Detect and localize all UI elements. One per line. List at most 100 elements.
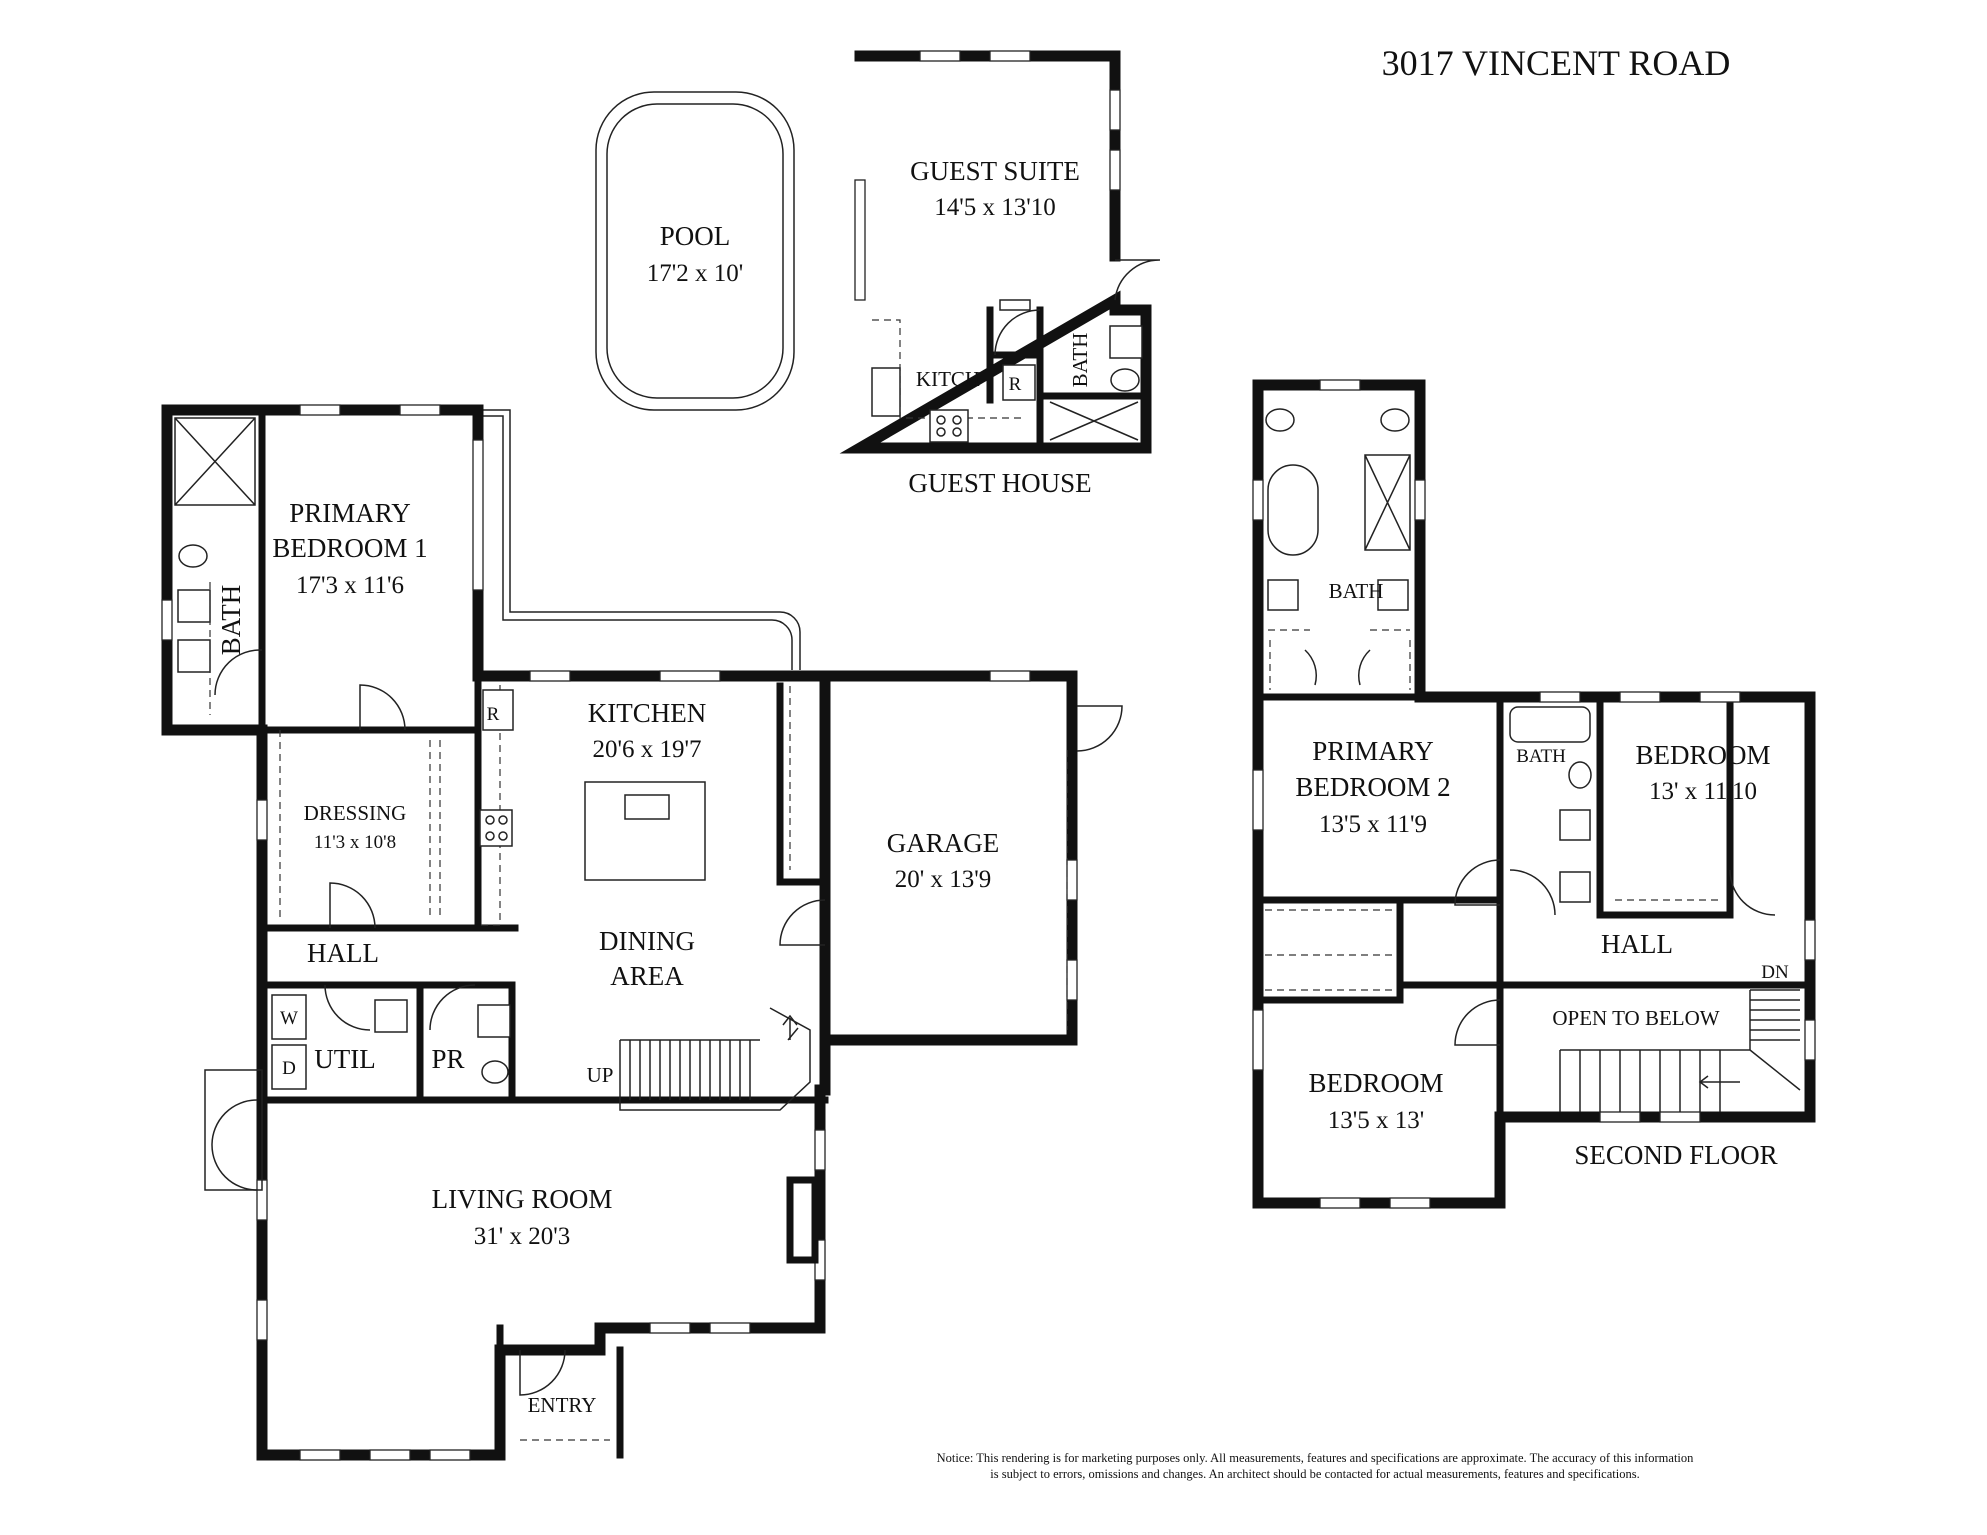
- window: [1066, 959, 1078, 1001]
- primary-bedroom-2-size: 13'5 x 11'9: [1319, 811, 1427, 838]
- dining-line1: DINING: [599, 926, 695, 956]
- primary-bath-2-label: BATH: [1329, 579, 1384, 603]
- sink-icon: [1109, 325, 1143, 359]
- primary-bedroom-1-line2: BEDROOM 1: [272, 533, 427, 563]
- door-swing: [324, 984, 371, 1031]
- toilet-icon: [178, 544, 208, 568]
- window: [1066, 859, 1078, 901]
- window: [1252, 479, 1264, 521]
- util-label: UTIL: [314, 1044, 375, 1074]
- primary-bath-label: BATH: [216, 585, 246, 656]
- second-floor: [1252, 379, 1816, 1209]
- window: [429, 1449, 471, 1461]
- door-swing: [1114, 259, 1161, 301]
- window: [399, 404, 441, 416]
- staircase: [1559, 989, 1801, 1112]
- bathtub-icon: [1509, 706, 1591, 743]
- window: [161, 599, 173, 641]
- window: [989, 50, 1031, 62]
- first-floor: [161, 404, 1123, 1461]
- window: [1414, 479, 1426, 521]
- window: [1659, 1111, 1701, 1123]
- kitchen-size: 20'6 x 19'7: [592, 736, 701, 763]
- door-swing: [359, 684, 406, 731]
- door-swing: [1454, 999, 1501, 1046]
- guest-house-label: GUEST HOUSE: [908, 468, 1091, 498]
- bedroom-b-size: 13'5 x 13': [1328, 1107, 1425, 1134]
- pool-label: POOL: [660, 221, 731, 251]
- notice-line-2: is subject to errors, omissions and chan…: [990, 1467, 1639, 1481]
- kitchen-label: KITCHEN: [588, 698, 706, 728]
- french-doors: [204, 1069, 263, 1191]
- hall-label: HALL: [307, 938, 379, 968]
- garage-size: 20' x 13'9: [895, 866, 992, 893]
- window: [1389, 1197, 1431, 1209]
- door-swing: [1454, 859, 1501, 906]
- window: [529, 670, 571, 682]
- window: [1319, 379, 1361, 391]
- toilet-icon: [1380, 408, 1410, 432]
- living-room-size: 31' x 20'3: [474, 1223, 571, 1250]
- pool-size: 17'2 x 10': [647, 260, 744, 287]
- staircase: [619, 1007, 811, 1111]
- window: [1804, 919, 1816, 961]
- pool: [595, 91, 795, 411]
- door-swing: [1509, 869, 1556, 916]
- primary-bedroom-1-size: 17'3 x 11'6: [296, 572, 404, 599]
- sink-icon: [1377, 579, 1409, 611]
- up-label: UP: [587, 1063, 614, 1087]
- sink-icon: [177, 589, 211, 623]
- primary-bedroom-2-line2: BEDROOM 2: [1295, 772, 1450, 802]
- sliding-door: [854, 179, 866, 301]
- shower-icon: [174, 417, 256, 506]
- sink-icon: [1559, 809, 1591, 841]
- guest-suite-label: GUEST SUITE: [910, 156, 1080, 186]
- door-swing: [519, 1349, 566, 1396]
- door-swing: [329, 882, 376, 929]
- shower-icon: [1364, 454, 1411, 551]
- pr-label: PR: [431, 1044, 464, 1074]
- window: [1109, 149, 1121, 191]
- range-icon: [479, 809, 513, 847]
- window: [1539, 691, 1581, 703]
- primary-bedroom-1-line1: PRIMARY: [289, 498, 411, 528]
- guest-suite-size: 14'5 x 13'10: [934, 194, 1056, 221]
- window: [989, 670, 1031, 682]
- guest-bath-label: BATH: [1068, 333, 1092, 388]
- window: [1619, 691, 1661, 703]
- sink-icon: [477, 1004, 511, 1038]
- guest-kitch-label: KITCH: [916, 367, 980, 391]
- washer-icon: [271, 994, 307, 1040]
- door-swing: [429, 984, 476, 1031]
- guest-fridge-label: R: [1009, 374, 1022, 395]
- range-icon: [929, 409, 969, 443]
- garage-label: GARAGE: [887, 828, 1000, 858]
- bedroom-a-label: BEDROOM: [1635, 740, 1770, 770]
- door-swing: [1076, 705, 1123, 752]
- bedroom-a-size: 13' x 11'10: [1649, 778, 1757, 805]
- window: [299, 404, 341, 416]
- sink-icon: [374, 999, 408, 1033]
- sink-icon: [624, 794, 670, 820]
- guest-house: [839, 50, 1161, 454]
- sink-icon: [177, 639, 211, 673]
- bathtub-icon: [1267, 464, 1319, 556]
- second-floor-label: SECOND FLOOR: [1574, 1140, 1777, 1170]
- window: [256, 799, 268, 841]
- window: [814, 1129, 826, 1171]
- entry-label: ENTRY: [528, 1393, 597, 1417]
- living-room-label: LIVING ROOM: [432, 1184, 613, 1214]
- up-arrow-icon: [782, 1014, 798, 1040]
- fridge-icon: [482, 689, 514, 731]
- fridge-icon: [1002, 364, 1036, 401]
- door-swing: [214, 649, 263, 696]
- dressing-size: 11'3 x 10'8: [314, 832, 396, 853]
- door-swing: [1304, 649, 1371, 686]
- dn-label: DN: [1761, 962, 1789, 983]
- shower-icon: [1049, 401, 1139, 441]
- dryer-label: D: [282, 1058, 296, 1079]
- window: [1699, 691, 1741, 703]
- notice-line-1: Notice: This rendering is for marketing …: [937, 1451, 1695, 1465]
- second-hall-label: HALL: [1601, 929, 1673, 959]
